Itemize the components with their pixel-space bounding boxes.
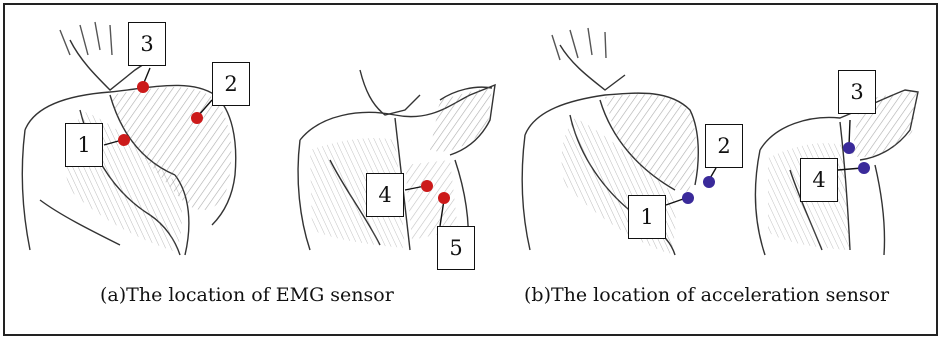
emg-sensor-5-dot [438, 192, 450, 204]
emg-label-2: 2 [212, 62, 250, 106]
caption-acceleration-sensor: (b)The location of acceleration sensor [524, 284, 889, 306]
accel-sensor-1-dot [682, 192, 694, 204]
accel-label-3: 3 [838, 70, 876, 114]
accel-label-1: 1 [628, 195, 666, 239]
accel-sensor-4-dot [858, 162, 870, 174]
emg-sensor-1-dot [118, 134, 130, 146]
accel-sensor-3-dot [843, 142, 855, 154]
caption-emg-sensor: (a)The location of EMG sensor [100, 284, 394, 306]
emg-sensor-4-dot [421, 180, 433, 192]
accel-label-2: 2 [705, 124, 743, 168]
emg-label-4: 4 [366, 173, 404, 217]
emg-sensor-3-dot [137, 81, 149, 93]
emg-label-1: 1 [65, 123, 103, 167]
emg-sensor-2-dot [191, 112, 203, 124]
emg-label-3: 3 [128, 22, 166, 66]
accel-label-4: 4 [800, 158, 838, 202]
scapula-shading-a [430, 86, 492, 152]
accel-sensor-2-dot [703, 176, 715, 188]
emg-label-5: 5 [437, 226, 475, 270]
